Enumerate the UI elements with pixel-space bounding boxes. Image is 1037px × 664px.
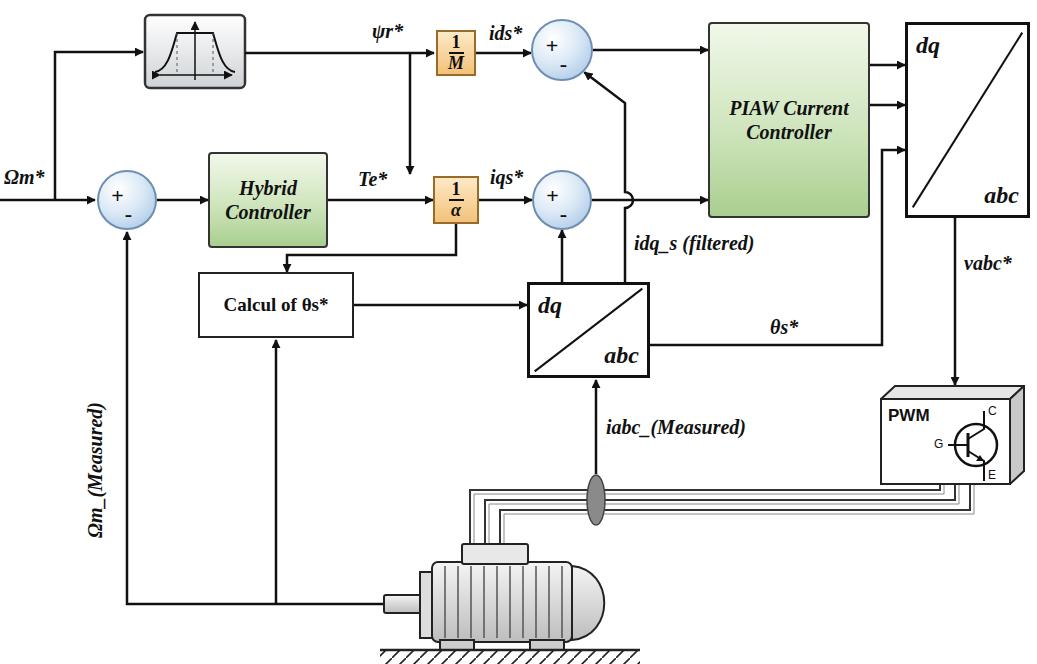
sign-label: +: [546, 185, 559, 207]
summing-junction: +-: [97, 170, 157, 230]
signal-label: iabc_(Measured): [606, 416, 746, 438]
sign-label: -: [560, 203, 567, 225]
motor-cables: [470, 485, 974, 546]
process-box: Calcul of θs*: [198, 272, 354, 338]
sign-label: +: [111, 185, 124, 207]
sign-label: -: [560, 53, 567, 75]
node-label: PIAW Current Controller: [716, 96, 862, 144]
signal-arrow: [870, 64, 905, 67]
signal-label: Ωm*: [4, 166, 44, 188]
signal-label: θs*: [768, 316, 800, 338]
gain-label: 1: [449, 180, 464, 201]
node-label: Hybrid Controller: [216, 176, 320, 224]
signal-label: vabc*: [962, 252, 1014, 274]
signal-arrow: [328, 199, 433, 202]
inverter-box: PWM C G E: [880, 385, 1025, 485]
summing-junction: +-: [531, 19, 593, 81]
signal-arrow: [584, 72, 633, 282]
sign-label: -: [125, 203, 132, 225]
signal-label: ψr*: [372, 20, 403, 42]
signal-wires: [0, 52, 596, 604]
current-sensor: [587, 475, 605, 525]
induction-motor: [380, 544, 640, 664]
signal-label: ids*: [487, 22, 524, 44]
signal-label: Ωm_(Measured): [84, 402, 106, 538]
signal-arrow: [592, 199, 708, 202]
transform-box: dq abc: [905, 22, 1030, 218]
inverter-housing: [880, 385, 1025, 485]
frame-label: abc: [984, 183, 1019, 207]
frame-label: abc: [604, 343, 639, 367]
signal-arrow: [157, 199, 208, 202]
gain-label: 1: [449, 33, 464, 54]
field-weakening-block: [145, 15, 245, 88]
signal-arrow: [593, 49, 708, 52]
signal-label: iqs*: [488, 166, 525, 188]
controller-box: PIAW Current Controller: [708, 22, 870, 218]
gain-box: 1M: [436, 30, 476, 76]
gain-label: M: [448, 54, 464, 73]
gain-box: 1α: [433, 176, 479, 224]
block-label: PWM: [888, 407, 930, 424]
summing-junction: +-: [532, 170, 592, 230]
controller-box: Hybrid Controller: [208, 152, 328, 248]
transform-box: dq abc: [527, 282, 650, 378]
signal-arrow: [476, 52, 531, 55]
signal-label: idq_s (filtered): [634, 232, 755, 254]
signal-arrow: [870, 104, 905, 107]
pin-label: E: [988, 469, 996, 481]
sign-label: +: [546, 35, 559, 57]
gain-label: α: [451, 201, 461, 220]
signal-label: Te*: [356, 168, 389, 190]
pin-label: C: [988, 405, 997, 417]
frame-label: dq: [538, 293, 562, 317]
signal-arrow: [954, 218, 957, 385]
pin-label: G: [934, 438, 943, 450]
signal-arrow: [479, 199, 532, 202]
node-label: Calcul of θs*: [224, 294, 329, 316]
signal-arrow: [561, 230, 564, 282]
frame-label: dq: [916, 33, 940, 57]
signal-arrow: [354, 304, 527, 307]
